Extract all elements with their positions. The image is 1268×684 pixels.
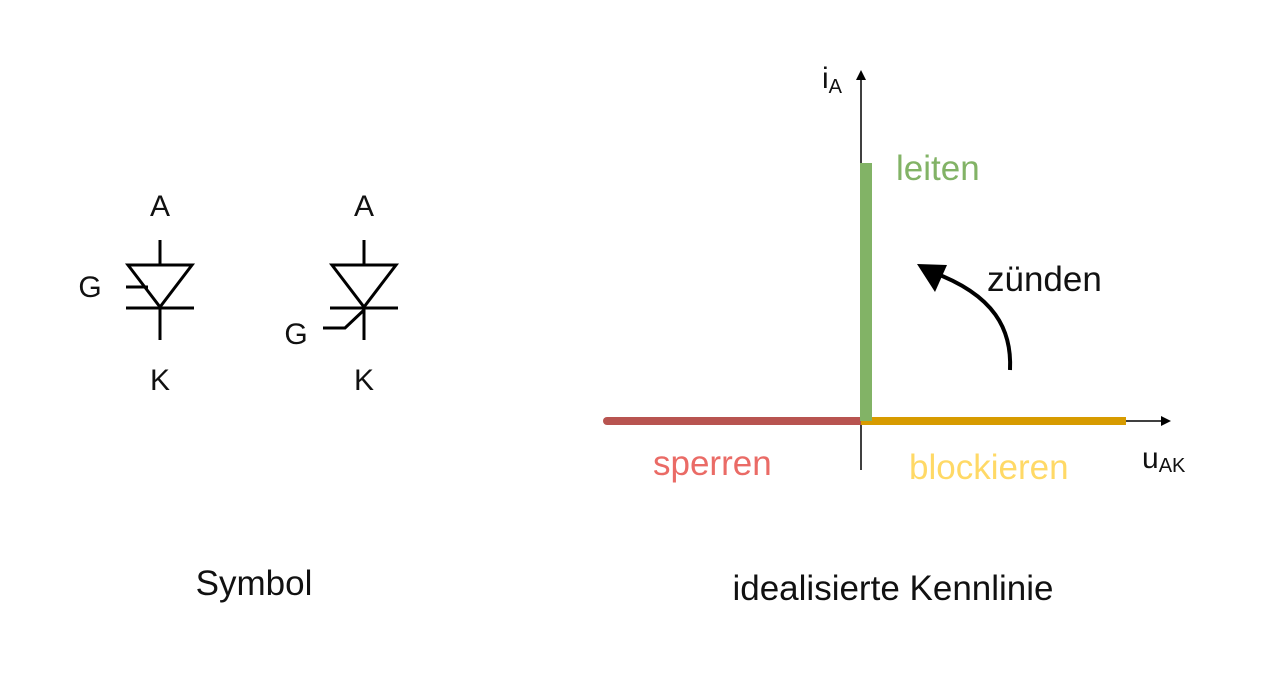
- thyristor-symbol-1: A G K: [78, 190, 196, 397]
- x-axis-label: uAK: [1142, 442, 1186, 477]
- x-axis-label-main: u: [1142, 442, 1159, 475]
- reverse-label: sperren: [653, 444, 772, 483]
- symbol-caption: Symbol: [196, 564, 313, 603]
- cathode-label: K: [354, 364, 374, 397]
- trigger-label: zünden: [987, 260, 1102, 299]
- gate-lead: [323, 308, 366, 330]
- diode-triangle: [328, 263, 400, 310]
- characteristic-caption: idealisierte Kennlinie: [732, 569, 1053, 608]
- cathode-label: K: [150, 364, 170, 397]
- characteristic-diagram: iA uAK leiten sperren blockieren zünden: [603, 62, 1186, 487]
- gate-label: G: [284, 318, 307, 351]
- anode-label: A: [354, 190, 374, 223]
- y-axis-label-sub: A: [829, 76, 843, 98]
- x-axis-label-sub: AK: [1159, 455, 1186, 477]
- gate-label: G: [78, 271, 101, 304]
- trigger-arrowhead: [917, 264, 947, 292]
- thyristor-symbol-2: A G K: [284, 190, 400, 397]
- forward-block-label: blockieren: [909, 448, 1069, 487]
- conduct-label: leiten: [896, 149, 980, 188]
- anode-label: A: [150, 190, 170, 223]
- trigger-arrow: [931, 270, 1013, 371]
- y-axis-label: iA: [822, 62, 843, 98]
- y-axis-label-main: i: [822, 62, 829, 95]
